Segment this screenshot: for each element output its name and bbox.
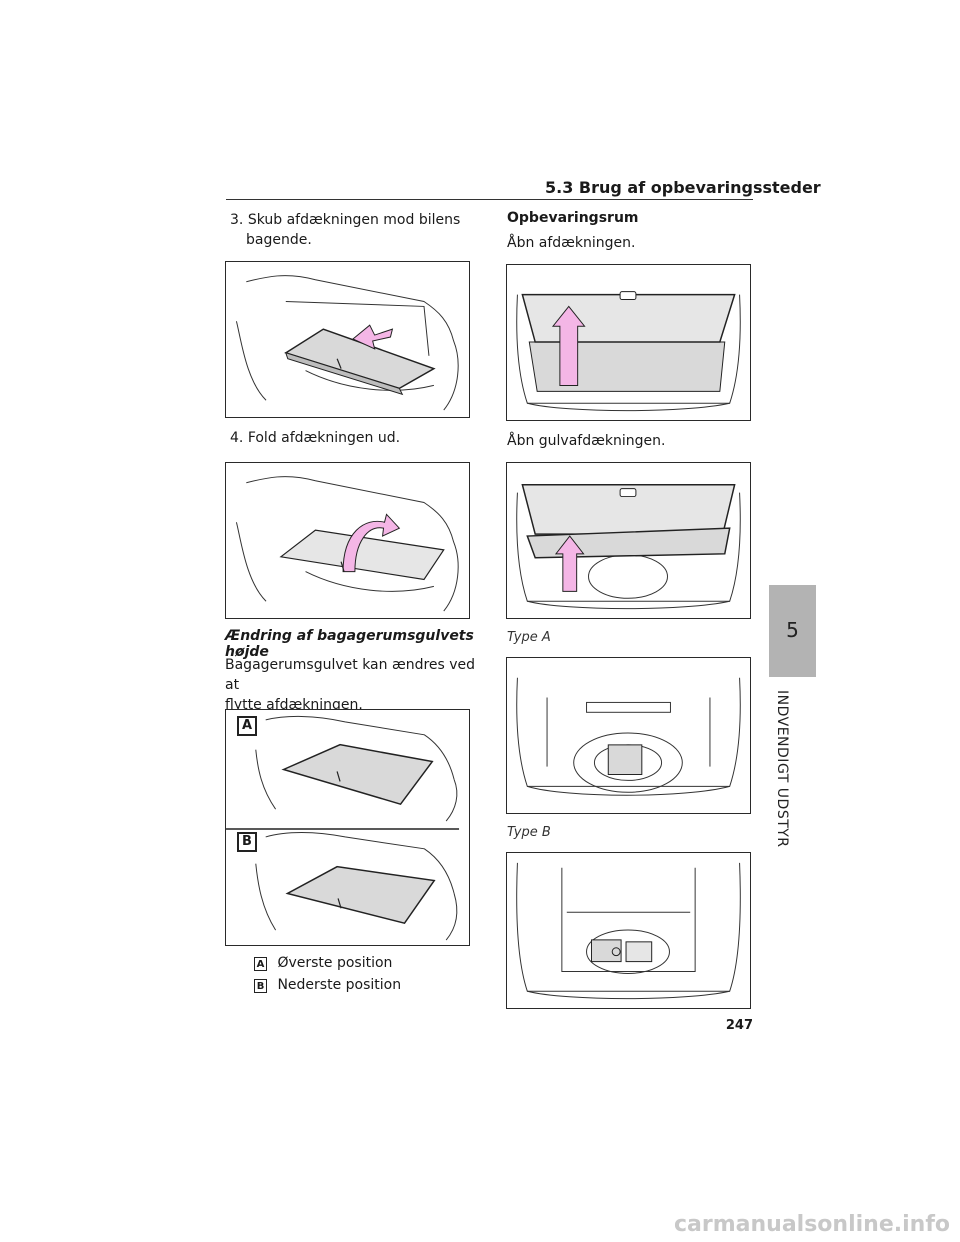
section-title: 5.3 Brug af opbevaringssteder [545,178,821,197]
legend-key-b: B [254,979,267,993]
legend-item-a: A Øverste position [254,953,494,973]
illustration-floor-positions [225,709,470,946]
callout-b-figure: B [237,832,257,852]
header-rule [226,199,753,200]
chapter-tab: 5 [769,585,816,677]
step-3-text-line2: bagende. [246,232,312,248]
illustration-slide-cover [225,261,470,418]
illustration-fold-cover [225,462,470,619]
callout-a-figure: A [237,716,257,736]
legend-text-a: Øverste position [277,955,393,971]
page-number: 247 [725,1018,753,1033]
step-3: 3. Skub afdækningen mod bilens bagende. [230,210,490,250]
step-3-text-line1: Skub afdækningen mod bilens [247,212,461,228]
open-floor-cover-drawing [516,483,741,610]
label-type-b: Type B [507,825,551,840]
step-4-number: 4. [230,430,244,446]
open-cover-drawing [516,291,741,412]
illustration-type-b [506,852,751,1009]
chapter-number: 5 [786,618,799,642]
legend-item-b: B Nederste position [254,975,494,995]
text-open-cover: Åbn afdækningen. [507,235,636,251]
label-type-a: Type A [507,630,551,645]
illustration-open-floor-cover [506,462,751,619]
heading-storage: Opbevaringsrum [507,210,639,226]
chapter-label: INDVENDIGT UDSTYR [774,690,790,848]
fold-cover-drawing [235,476,459,612]
legend-key-a: A [254,957,267,971]
heading-floor-height: Ændring af bagagerumsgulvets højde [225,628,474,660]
slide-cover-drawing [235,275,459,411]
watermark: carmanualsonline.info [674,1212,950,1237]
floor-positions-drawing [226,715,460,941]
type-a-drawing [516,677,741,796]
text-open-floor-cover: Åbn gulvafdækningen. [507,433,666,449]
step-4-text: Fold afdækningen ud. [247,430,401,446]
paragraph-line1: Bagagerumsgulvet kan ændres ved at [225,657,476,693]
legend-text-b: Nederste position [277,977,402,993]
step-3-number: 3. [230,212,244,228]
type-b-drawing [516,862,741,1000]
illustration-type-a [506,657,751,814]
step-4: 4. Fold afdækningen ud. [230,428,490,448]
paragraph-floor-height: Bagagerumsgulvet kan ændres ved at flytt… [225,655,490,715]
illustration-open-cover [506,264,751,421]
